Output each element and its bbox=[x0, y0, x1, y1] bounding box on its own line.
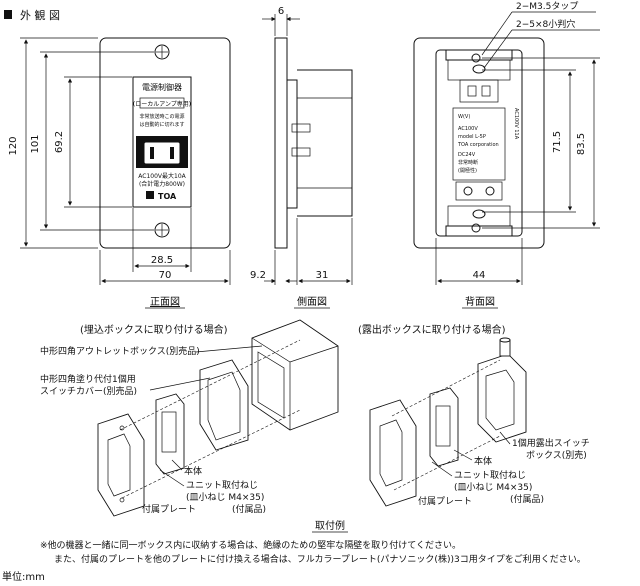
back-bottom-terminal bbox=[455, 181, 503, 201]
install-title: 取付例 bbox=[315, 519, 345, 532]
panel-spec-1: AC100V最大10A bbox=[138, 172, 186, 180]
label-outlet-box: 中形四角アウトレットボックス(別売品) bbox=[40, 345, 200, 357]
label-screw-left-1: ユニット取付ねじ bbox=[186, 480, 258, 491]
label-cover-2: スイッチカバー(別売品) bbox=[40, 385, 137, 397]
panel-note-1: 非常放送時この電源 bbox=[139, 113, 184, 120]
label-side-view: 側面図 bbox=[297, 295, 327, 308]
bottom-screw bbox=[154, 222, 170, 238]
outlet-socket bbox=[143, 141, 181, 165]
back-label-4: TOA corporation bbox=[457, 142, 499, 148]
title-square-icon bbox=[4, 10, 12, 19]
install-left: (埋込ボックスに取り付ける場合) 中形四角アウトレットボックス(別売品) 中形四… bbox=[40, 319, 339, 517]
install-right-plate bbox=[369, 399, 417, 507]
label-screw-right-2: (皿小ねじ M4×35) bbox=[454, 482, 532, 493]
outlet-box bbox=[251, 319, 339, 431]
dim-back-h1: 71.5 bbox=[552, 131, 563, 153]
install-left-header: (埋込ボックスに取り付ける場合) bbox=[80, 323, 228, 336]
dim-back-h2: 83.5 bbox=[576, 133, 587, 155]
back-bottom-hole bbox=[471, 223, 481, 233]
note-2: また、付属のプレートを他のプレートに付け換える場合は、フルカラープレート(パナソ… bbox=[54, 553, 586, 565]
label-plate-left: 付属プレート bbox=[142, 504, 196, 515]
back-top-hole bbox=[471, 53, 481, 63]
unit-label: 単位:mm bbox=[2, 570, 45, 583]
back-plate bbox=[413, 37, 545, 249]
dim-side-depth: 31 bbox=[316, 270, 329, 281]
dim-front-height: 120 bbox=[8, 136, 19, 155]
side-plate bbox=[274, 37, 288, 249]
install-right-body bbox=[429, 387, 459, 467]
label-exposed-box-2: ボックス(別売) bbox=[526, 449, 587, 461]
dim-front-width: 70 bbox=[159, 270, 172, 281]
label-cover-1: 中形四角塗り代付1個用 bbox=[40, 373, 136, 385]
panel-subtitle-box bbox=[139, 97, 185, 109]
back-body bbox=[435, 49, 523, 237]
back-label-1: W(V) bbox=[458, 114, 470, 120]
dim-back-tap: 2−M3.5タップ bbox=[516, 1, 578, 12]
back-label-right: AC100V 11A bbox=[513, 108, 519, 140]
back-label-6: 非常時断 bbox=[458, 159, 478, 166]
dim-front-window-width: 28.5 bbox=[151, 255, 173, 266]
back-label-3: model L-5P bbox=[458, 134, 486, 140]
panel-subtitle: (ローカルアンプ専用) bbox=[133, 100, 191, 108]
label-body-right: 本体 bbox=[474, 455, 492, 467]
label-front-view: 正面図 bbox=[150, 296, 180, 308]
label-screw-right-1: ユニット取付ねじ bbox=[454, 470, 526, 481]
back-label-2: AC100V bbox=[458, 126, 478, 132]
front-window bbox=[132, 76, 192, 208]
panel-note-2: は自動的に切れます bbox=[139, 121, 184, 128]
install-right-header: (露出ボックスに取り付ける場合) bbox=[358, 323, 506, 336]
switch-cover bbox=[199, 359, 249, 451]
side-body bbox=[297, 69, 353, 217]
label-body-left: 本体 bbox=[184, 465, 202, 477]
toa-logo-mark bbox=[146, 191, 154, 199]
side-view: 6 9.2 31 側面図 bbox=[250, 6, 353, 309]
top-screw bbox=[154, 44, 170, 60]
panel-title: 電源制御器 bbox=[142, 82, 182, 92]
label-screw-left-3: (付属品) bbox=[232, 504, 266, 515]
front-view: 電源制御器 (ローカルアンプ専用) 非常放送時この電源 は自動的に切れます AC… bbox=[8, 37, 231, 309]
label-screw-left-2: (皿小ねじ M4×35) bbox=[186, 492, 264, 503]
dim-front-window-height: 69.2 bbox=[54, 131, 65, 153]
label-back-view: 背面図 bbox=[465, 295, 495, 308]
install-right: (露出ボックスに取り付ける場合) 1個用露出スイッチ ボックス(別売) 本体 ユ… bbox=[358, 323, 590, 507]
label-exposed-box-1: 1個用露出スイッチ bbox=[512, 437, 590, 449]
page-title: 外 観 図 bbox=[20, 8, 60, 22]
front-plate bbox=[99, 37, 231, 249]
dim-front-holes: 101 bbox=[30, 134, 41, 153]
back-label-7: (開極性) bbox=[458, 167, 477, 174]
note-1: ※他の機器と一緒に同一ボックス内に収納する場合は、絶縁のための堅牢な隔壁を取り付… bbox=[40, 539, 461, 551]
back-label-5: DC24V bbox=[458, 152, 476, 158]
install-left-body bbox=[155, 393, 185, 475]
back-label-box bbox=[452, 107, 506, 181]
dim-back-width: 44 bbox=[473, 270, 486, 281]
dim-side-top: 6 bbox=[278, 6, 284, 17]
label-screw-right-3: (付属品) bbox=[510, 494, 544, 505]
dim-back-holes: 2−5×8小判穴 bbox=[516, 18, 575, 30]
back-view: W(V) AC100V model L-5P TOA corporation D… bbox=[413, 1, 600, 309]
back-top-terminal bbox=[459, 79, 499, 103]
dim-side-left: 9.2 bbox=[250, 270, 266, 281]
exposed-box bbox=[477, 353, 527, 443]
panel-brand: TOA bbox=[158, 192, 177, 201]
panel-spec-2: (合計電力800W) bbox=[139, 180, 185, 188]
label-plate-right: 付属プレート bbox=[418, 496, 472, 507]
